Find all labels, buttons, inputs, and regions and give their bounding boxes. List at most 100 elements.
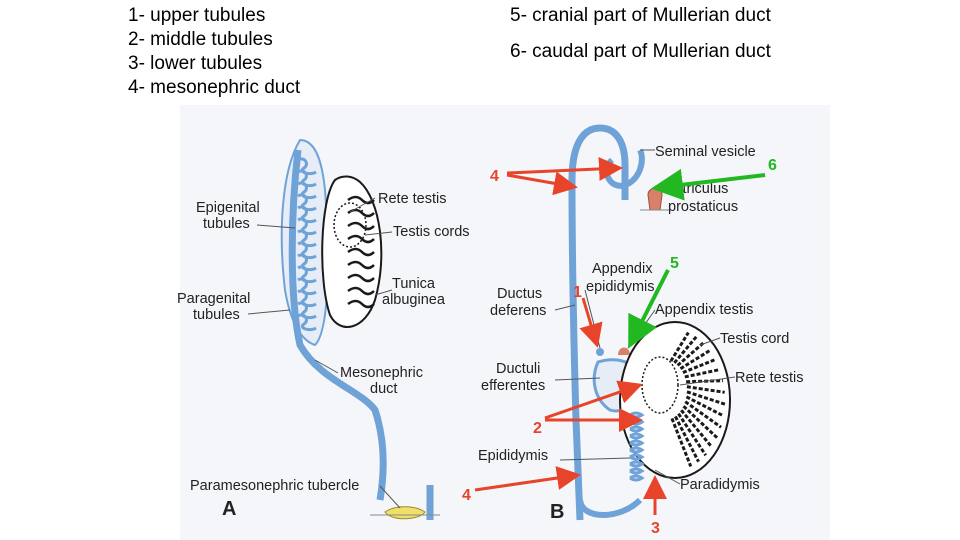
mesonephric-tubule: [297, 301, 317, 320]
panel-label-b: B: [550, 501, 564, 523]
label-epigenital-tubules-1: Epigenital: [196, 200, 260, 216]
testis-cord-b: [686, 390, 726, 406]
label-paradidymis: Paradidymis: [680, 477, 760, 493]
rete-testis-b: [641, 356, 679, 414]
epididymis-coil: [629, 467, 645, 475]
legend-item-4: 4- mesonephric duct: [128, 77, 301, 98]
legend-right: 5- cranial part of Mullerian duct 6- cau…: [510, 4, 771, 76]
epididymis-coil: [629, 432, 645, 440]
mesonephric-tubule: [297, 157, 317, 176]
testis-cords-b: [669, 331, 726, 467]
label-utriculus-2: prostaticus: [668, 199, 738, 215]
marker-2: 2: [533, 420, 542, 437]
mesonephric-tubule: [297, 217, 317, 236]
label-epigenital-tubules-2: tubules: [203, 216, 250, 232]
rete-testis-a: [333, 202, 367, 248]
label-ductuli-efferentes-2: efferentes: [481, 378, 545, 394]
label-tunica-albuginea-1: Tunica: [392, 276, 436, 292]
mesonephric-duct-a: [288, 149, 387, 501]
appendix-testis: [618, 347, 630, 355]
paramesonephric-tubercle: [384, 506, 426, 520]
leaders-a: [247, 197, 401, 509]
mesonephric-tubule: [297, 289, 317, 308]
label-appendix-epididymis-2: epididymis: [586, 279, 655, 295]
arrow-2-a: [544, 380, 643, 420]
testis-cord-a: [347, 195, 375, 205]
label-testis-cords: Testis cords: [393, 224, 470, 240]
label-paragenital-tubules-1: Paragenital: [177, 291, 250, 307]
arrow-4-top-b: [506, 171, 578, 196]
arrow-6: [651, 168, 766, 201]
legend-item-3: 3- lower tubules: [128, 53, 263, 74]
mesonephric-tubule: [297, 241, 317, 260]
epididymis-coil: [629, 460, 645, 468]
label-seminal-vesicle: Seminal vesicle: [655, 144, 756, 160]
mesonephric-tubule: [297, 229, 317, 248]
label-ductuli-efferentes-1: Ductuli: [496, 361, 540, 377]
label-paragenital-tubules-2: tubules: [193, 307, 240, 323]
testis-cord-b: [686, 385, 725, 394]
mesonephric-tubule: [297, 313, 317, 332]
testis-cords-a: [347, 195, 375, 309]
testis-cord-b: [674, 415, 700, 463]
testis-cord-b: [677, 412, 707, 457]
testis-cord-b: [684, 400, 722, 429]
arrow-4-bottom: [474, 466, 581, 492]
marker-5: 5: [670, 255, 679, 272]
testis-cord-a: [347, 221, 375, 231]
label-epididymis: Epididymis: [478, 448, 548, 464]
label-paramesonephric-tubercle: Paramesonephric tubercle: [190, 478, 359, 494]
utriculus-prostaticus: [647, 187, 663, 211]
mesonephric-tubule: [297, 193, 317, 212]
marker-6: 6: [768, 157, 777, 174]
mesonephric-tubule: [297, 277, 317, 296]
legend-left: 1- upper tubules 2- middle tubules 3- lo…: [128, 4, 300, 100]
label-appendix-testis: Appendix testis: [655, 302, 753, 318]
figure-a: Epigenital tubules Rete testis Testis co…: [177, 138, 470, 520]
legend-item-2: 2- middle tubules: [128, 29, 273, 50]
label-mesonephric-duct-2: duct: [370, 381, 397, 397]
marker-3: 3: [651, 520, 660, 537]
label-testis-cord: Testis cord: [720, 331, 789, 347]
testis-cord-a: [347, 299, 375, 309]
label-rete-testis-b: Rete testis: [735, 370, 804, 386]
marker-1: 1: [573, 284, 582, 301]
appendix-epididymis: [596, 348, 604, 356]
tubules-a: [297, 157, 317, 332]
epididymis-coil: [629, 453, 645, 461]
legend-item-5: 5- cranial part of Mullerian duct: [510, 5, 771, 26]
epididymis-coil: [629, 446, 645, 454]
mesonephric-tubule: [297, 169, 317, 188]
label-tunica-albuginea-2: albuginea: [382, 292, 446, 308]
testis-cord-b: [682, 405, 719, 439]
testis-cord-a: [347, 286, 375, 296]
testis-cord-a: [347, 273, 375, 283]
mesonephric-tubule: [297, 181, 317, 200]
panel-label-a: A: [222, 498, 236, 520]
label-mesonephric-duct-1: Mesonephric: [340, 365, 423, 381]
legend-item-1: 1- upper tubules: [128, 5, 266, 26]
marker-4-bottom: 4: [462, 487, 471, 504]
marker-4-top: 4: [490, 168, 499, 185]
legend-item-6: 6- caudal part of Mullerian duct: [510, 41, 771, 62]
testis-cord-a: [347, 234, 375, 244]
testis-cord-b: [670, 417, 693, 467]
mesonephric-tubule: [297, 205, 317, 224]
testis-cord-b: [680, 409, 714, 449]
label-appendix-epididymis-1: Appendix: [592, 261, 653, 277]
label-ductus-deferens-2: deferens: [490, 303, 546, 319]
mesonephric-tubule: [297, 265, 317, 284]
epididymis-coil: [629, 439, 645, 447]
mesonephric-tubule: [297, 253, 317, 272]
annotation-arrows: 4 4 1 2 3 6 5: [462, 156, 777, 537]
label-ductus-deferens-1: Ductus: [497, 286, 542, 302]
testis-cord-a: [347, 260, 375, 270]
testis-a: [321, 175, 383, 328]
label-rete-testis-a: Rete testis: [378, 191, 447, 207]
arrow-1: [579, 297, 603, 348]
testis-cord-b: [685, 395, 725, 418]
epididymis-coil: [629, 474, 645, 482]
testis-cord-a: [347, 247, 375, 257]
